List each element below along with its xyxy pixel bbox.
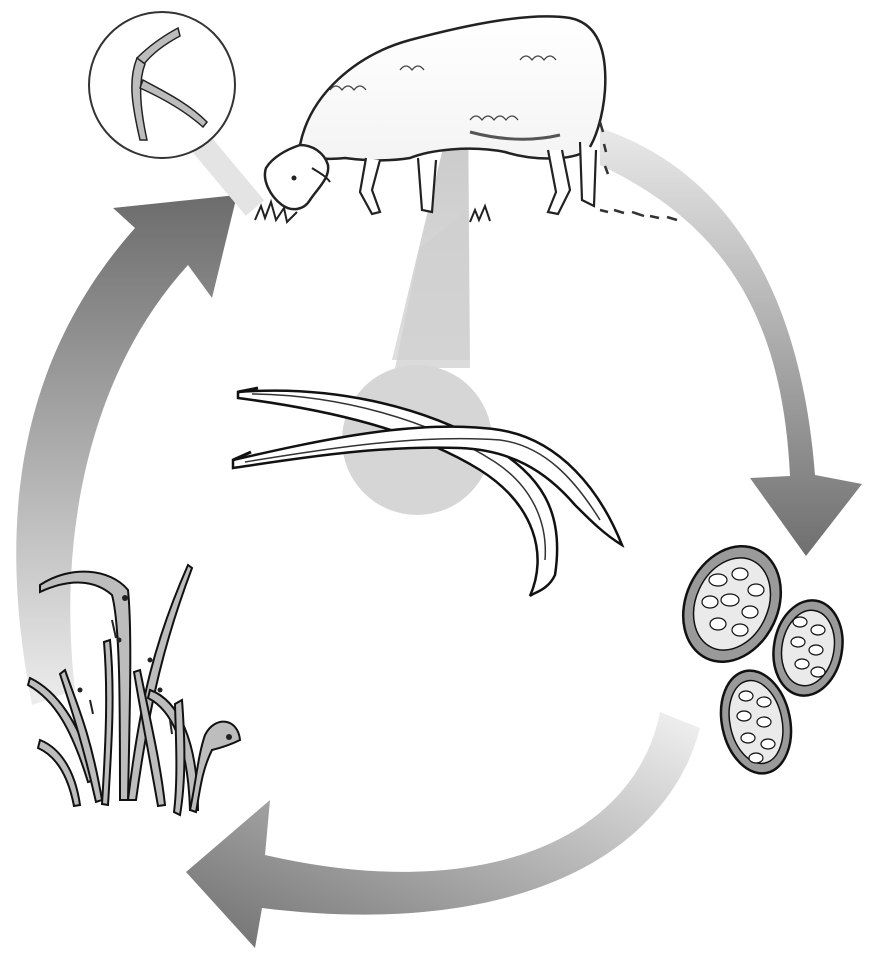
- cycle-arrow-bottom: [186, 712, 700, 948]
- larva-magnified-icon: [89, 12, 255, 208]
- cycle-arrow-right: [600, 128, 862, 556]
